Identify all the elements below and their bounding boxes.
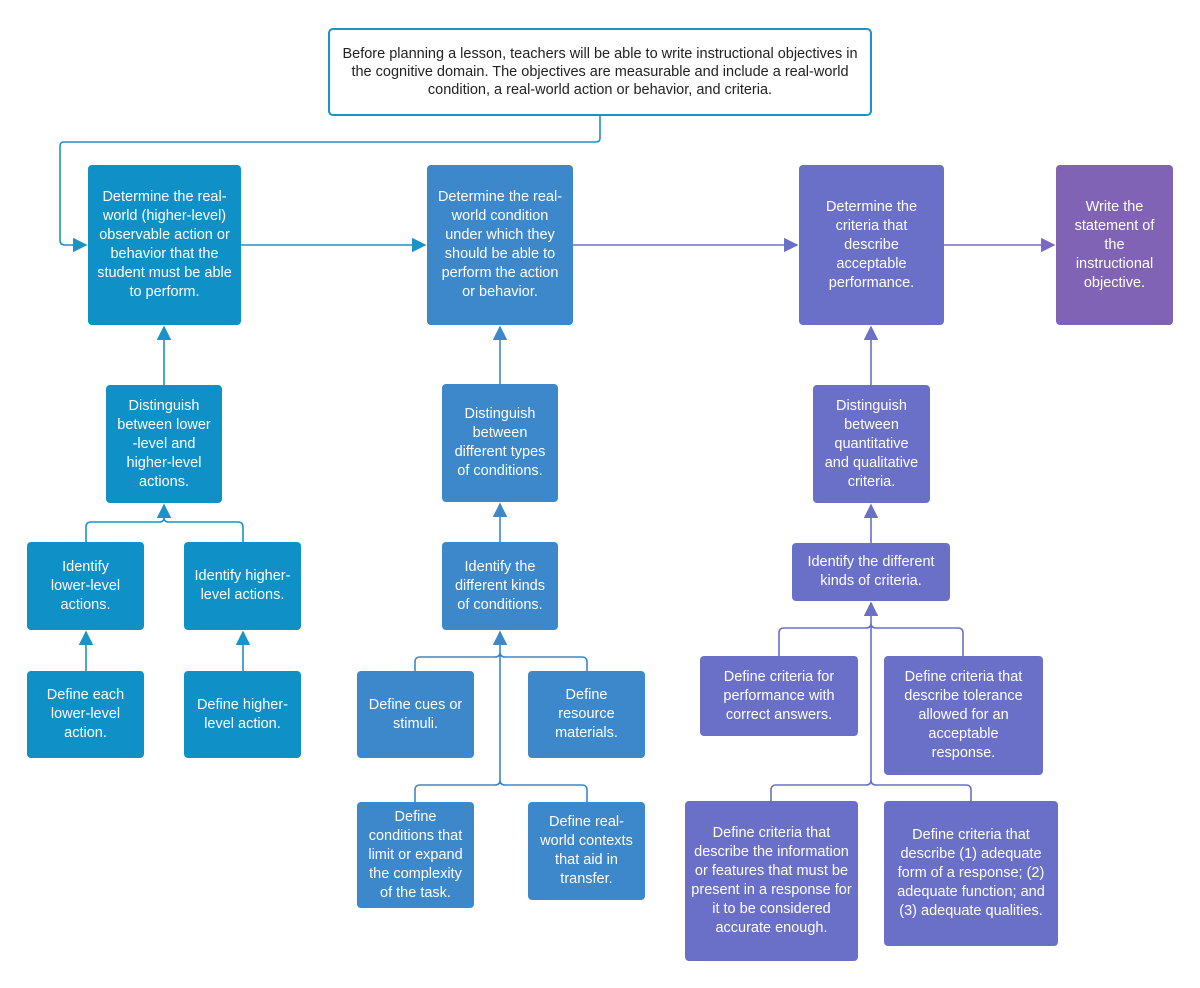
action-define-higher: Define higher-level action. — [184, 671, 301, 758]
criteria-define-correct: Define criteria for performance with cor… — [700, 656, 858, 736]
condition-define-resources: Define resource materials. — [528, 671, 645, 758]
action-identify-lower: Identify lower-level actions. — [27, 542, 144, 630]
action-identify-higher: Identify higher-level actions. — [184, 542, 301, 630]
condition-define-cues: Define cues or stimuli. — [357, 671, 474, 758]
connector-goal-to-action — [59, 116, 601, 253]
goal-statement: Before planning a lesson, teachers will … — [328, 28, 872, 116]
criteria-define-adequate: Define criteria that describe (1) adequa… — [884, 801, 1058, 946]
step-write-statement: Write the statement of the instructional… — [1056, 165, 1173, 325]
criteria-define-information: Define criteria that describe the inform… — [685, 801, 858, 961]
connector-action-identify-pair — [85, 505, 244, 542]
condition-identify: Identify the different kinds of conditio… — [442, 542, 558, 630]
connector-criteria-defines — [770, 603, 972, 801]
action-distinguish: Distinguish between lower -level and hig… — [106, 385, 222, 503]
condition-distinguish: Distinguish between different types of c… — [442, 384, 558, 502]
action-define-lower: Define each lower-level action. — [27, 671, 144, 758]
criteria-identify: Identify the different kinds of criteria… — [792, 543, 950, 601]
connector-condition-defines — [414, 632, 588, 802]
step-determine-condition: Determine the real-world condition under… — [427, 165, 573, 325]
condition-define-complexity: Define conditions that limit or expand t… — [357, 802, 474, 908]
condition-define-contexts: Define real-world contexts that aid in t… — [528, 802, 645, 900]
criteria-distinguish: Distinguish between quantitative and qua… — [813, 385, 930, 503]
step-determine-criteria: Determine the criteria that describe acc… — [799, 165, 944, 325]
criteria-define-tolerance: Define criteria that describe tolerance … — [884, 656, 1043, 775]
step-determine-action: Determine the real-world (higher-level) … — [88, 165, 241, 325]
